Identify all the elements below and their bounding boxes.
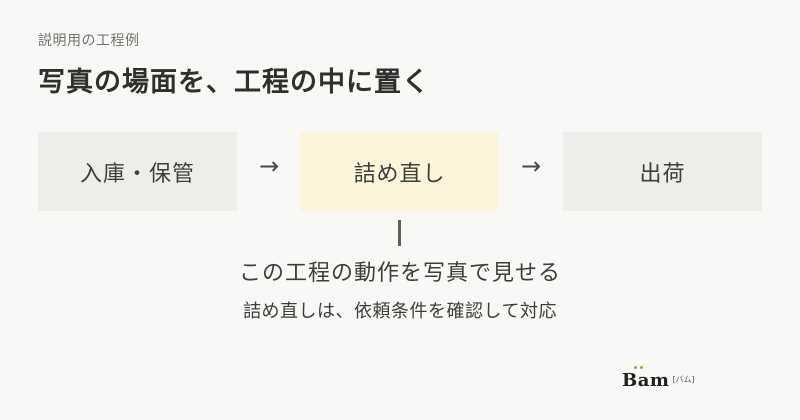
connector-line: [398, 220, 401, 246]
caption: 説明用の工程例: [38, 33, 140, 49]
page-title: 写真の場面を、工程の中に置く: [38, 67, 430, 98]
focus-heading: この工程の動作を写真で見せる: [238, 261, 561, 286]
flow-step-storage: 入庫・保管: [38, 132, 237, 211]
arrow-right-icon: →: [520, 152, 542, 180]
logo-tag: [バム]: [672, 375, 695, 384]
flow-step-repacking: 詰め直し: [300, 132, 499, 211]
brand-logo: Bam [バム]: [622, 366, 695, 391]
focus-description: 詰め直しは、依頼条件を確認して対応: [243, 301, 557, 322]
flow-step-shipping: 出荷: [563, 132, 762, 211]
logo-wordmark: Bam: [622, 366, 669, 391]
logo-dots-icon: [634, 366, 644, 370]
arrow-right-icon: →: [258, 152, 280, 180]
